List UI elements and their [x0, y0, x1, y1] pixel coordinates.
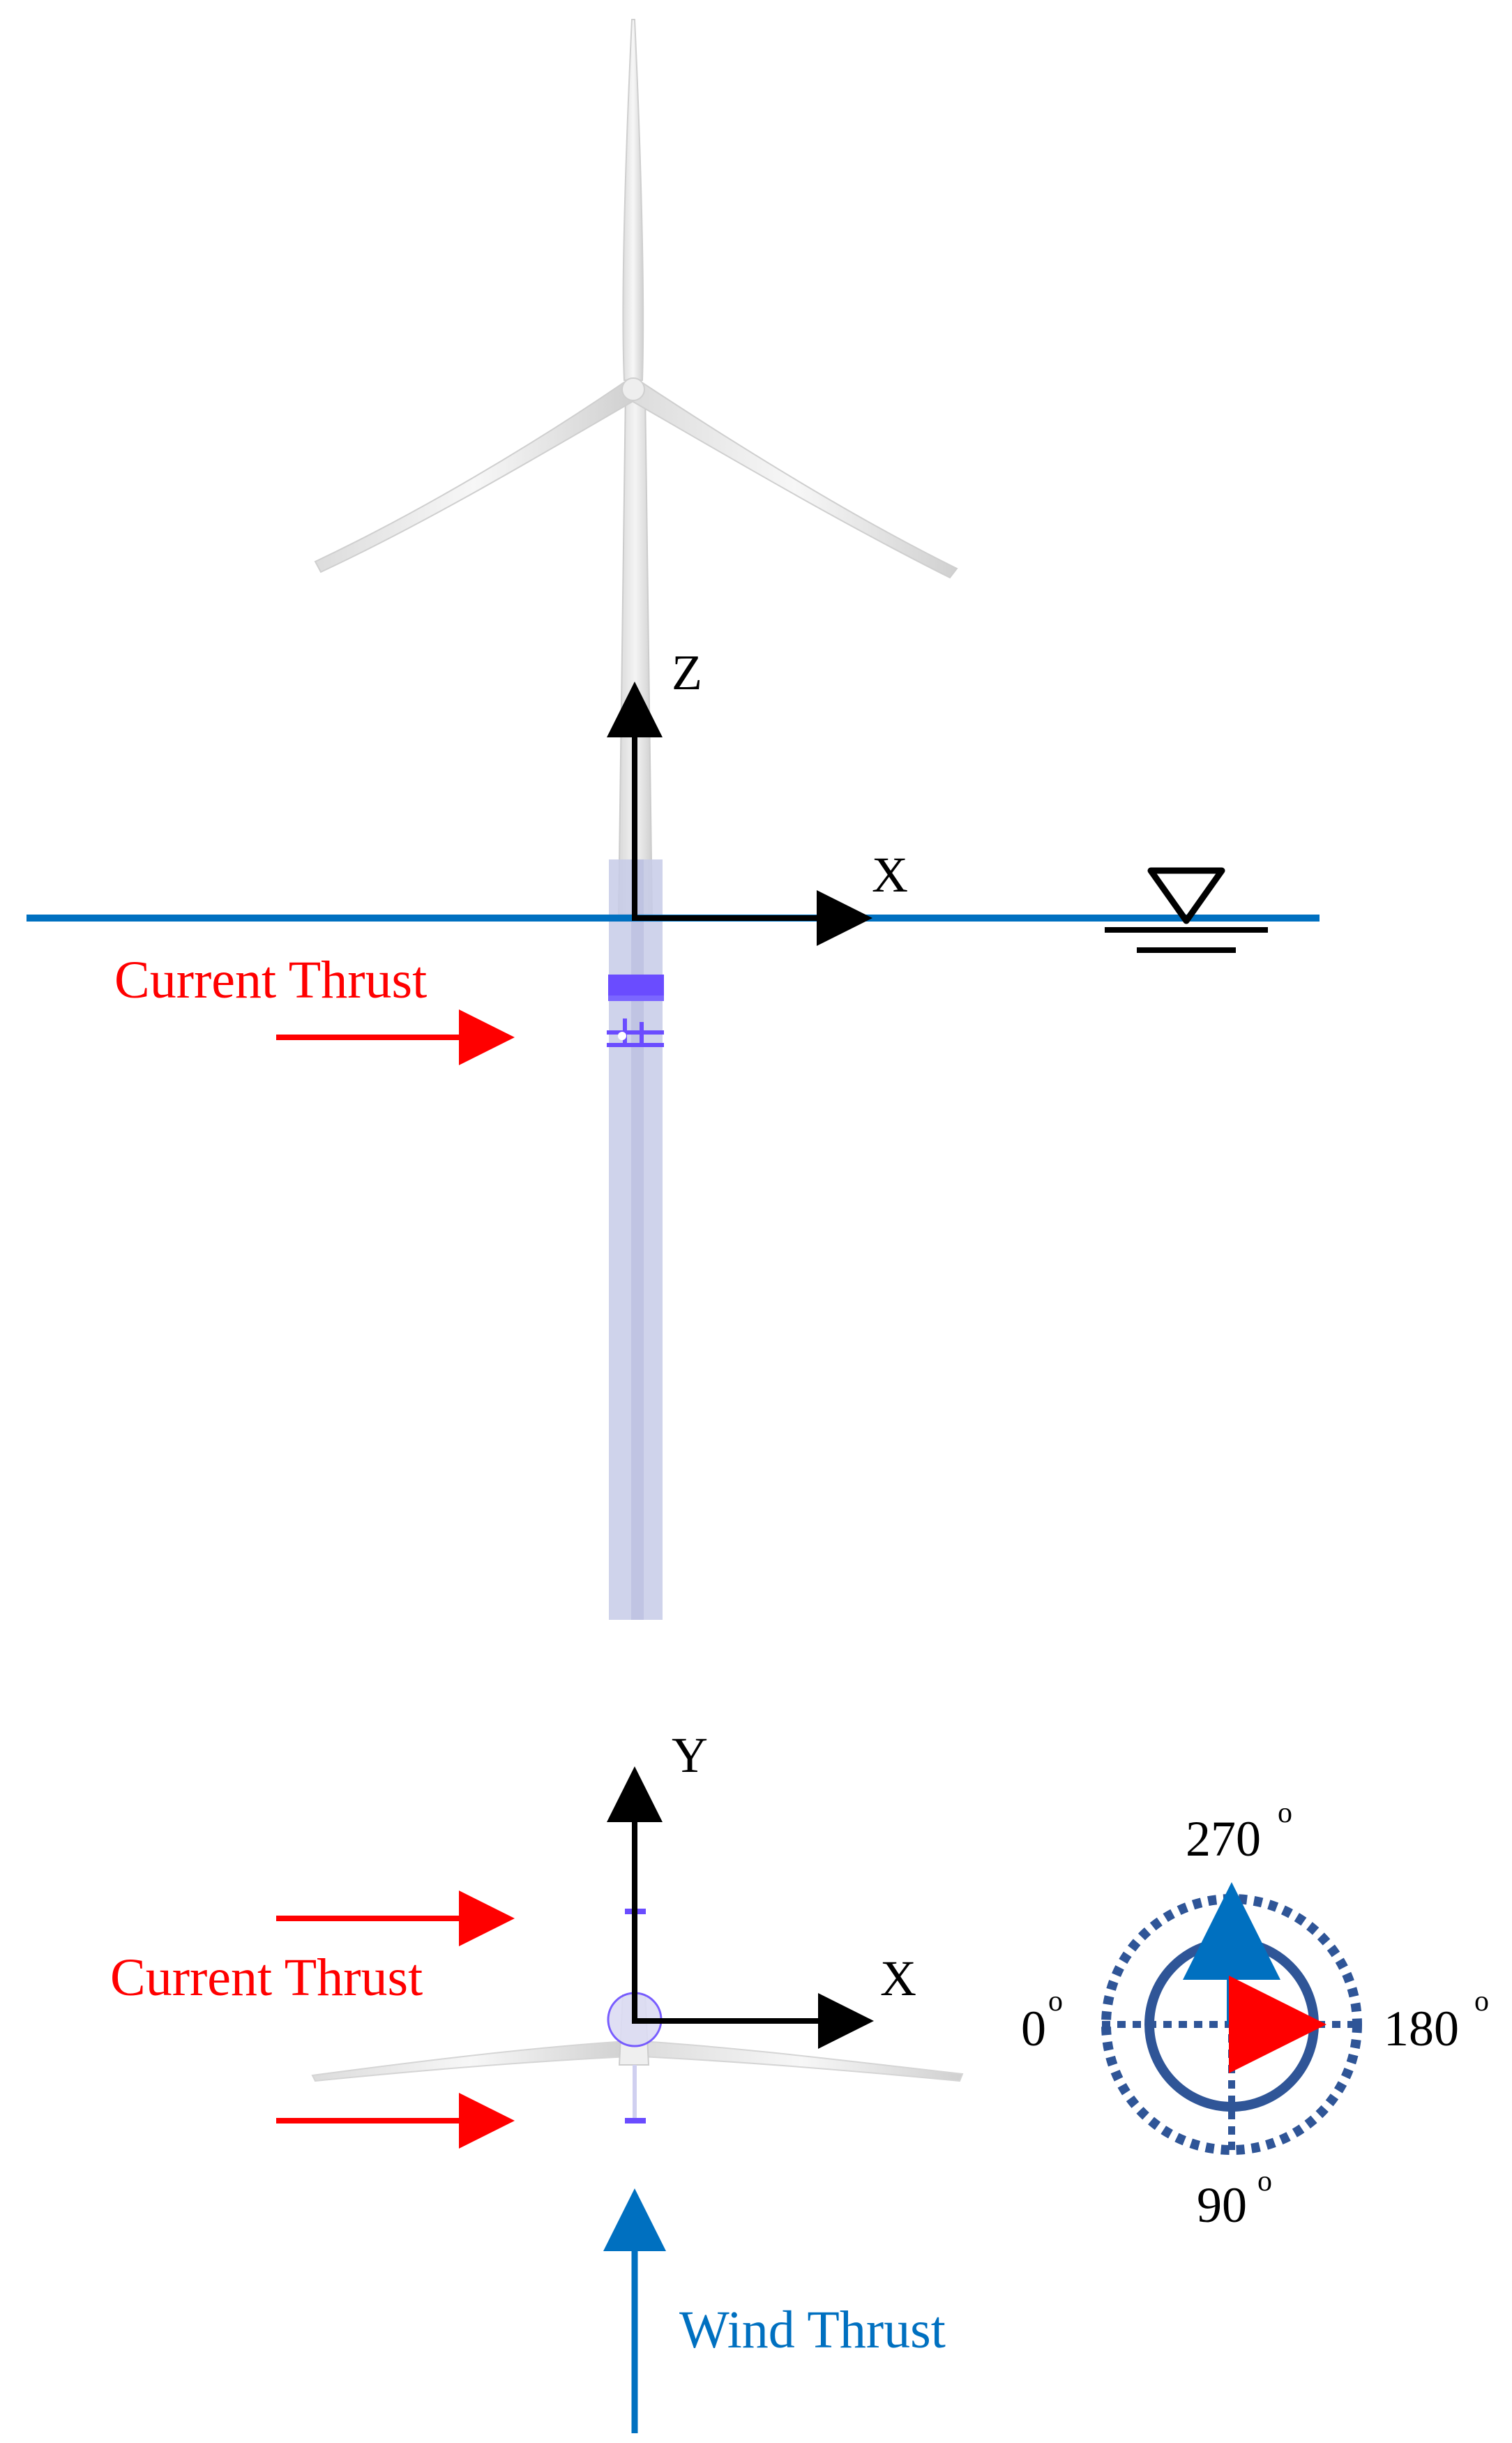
current-thrust-label: Current Thrust [114, 951, 427, 1009]
monopile-shade [631, 859, 644, 1620]
svg-text:0: 0 [1021, 2001, 1046, 2057]
z-axis-label: Z [672, 645, 702, 700]
svg-text:o: o [1474, 1985, 1489, 2017]
turbine-blade-up [622, 19, 644, 381]
top-current-thrust-label: Current Thrust [110, 1948, 423, 2007]
svg-text:90: 90 [1197, 2177, 1247, 2233]
top-blade-left [311, 2040, 630, 2082]
svg-text:o: o [1048, 1985, 1063, 2017]
water-level-symbol [1105, 867, 1268, 953]
top-blade-right [640, 2040, 964, 2082]
side-view: Z X Current Thrust [27, 19, 1320, 1620]
svg-text:270: 270 [1186, 1811, 1261, 1867]
top-view: Y X Current Thrust Wind Thrust [110, 1727, 964, 2433]
svg-text:o: o [1257, 2165, 1272, 2197]
turbine-blade-right [632, 381, 958, 579]
y-axis-label: Y [672, 1727, 708, 1783]
compass-label-270: 270 o [1186, 1797, 1292, 1867]
direction-compass: 270 o 0 o 180 o 90 o [1021, 1797, 1489, 2233]
compass-label-180: 180 o [1384, 1985, 1489, 2057]
turbine-blade-left [314, 381, 635, 573]
turbine-hub [621, 377, 645, 401]
transition-piece [607, 975, 664, 1047]
wind-thrust-label: Wind Thrust [679, 2301, 946, 2359]
compass-label-90: 90 o [1197, 2165, 1272, 2233]
svg-text:o: o [1278, 1797, 1292, 1829]
compass-label-0: 0 o [1021, 1985, 1063, 2057]
x-axis-label: X [872, 847, 908, 903]
svg-text:180: 180 [1384, 2001, 1459, 2057]
top-x-axis-label: X [880, 1950, 916, 2006]
